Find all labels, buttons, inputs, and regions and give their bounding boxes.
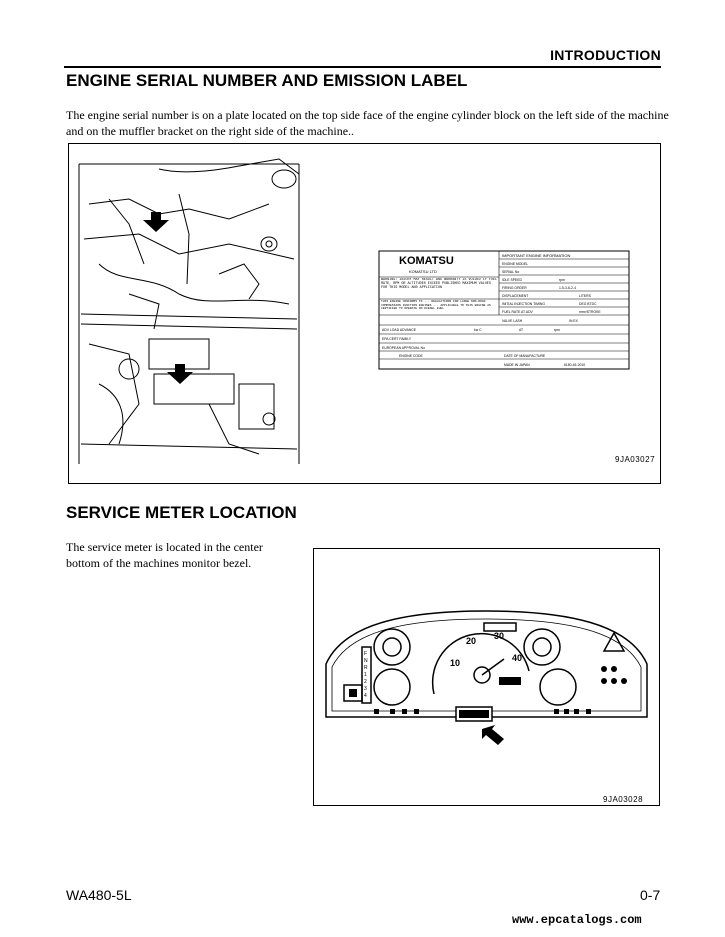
label-field: VALVE LASH bbox=[502, 319, 523, 323]
label-row-eu: EUROPEAN APPROVAL No bbox=[382, 346, 425, 350]
label-made-in: MADE IN JAPAN bbox=[504, 363, 530, 367]
footer-model: WA480-5L bbox=[66, 887, 132, 903]
label-field: SERIAL No bbox=[502, 270, 519, 274]
gear-letter: 4 bbox=[364, 693, 367, 699]
label-field: FIRING ORDER bbox=[502, 286, 527, 290]
label-field: FUEL RATE AT ADV bbox=[502, 310, 534, 314]
label-conforms: THIS ENGINE CONFORMS TO ... REGULATIONS … bbox=[381, 300, 491, 311]
speedo-tick: 20 bbox=[466, 636, 476, 646]
header-rule bbox=[64, 66, 661, 68]
monitor-bezel-illustration: 10 20 30 40 F N R 1 2 3 4 bbox=[325, 610, 648, 745]
section-title-engine-serial: ENGINE SERIAL NUMBER AND EMISSION LABEL bbox=[66, 71, 468, 90]
figure-code-2: 9JA03028 bbox=[603, 795, 644, 804]
arrow-icon bbox=[482, 725, 504, 745]
label-value: rpm bbox=[559, 278, 565, 282]
label-row-date: DATE OF MANUFACTURE bbox=[504, 354, 546, 358]
footer-watermark-url[interactable]: www.epcatalogs.com bbox=[512, 913, 642, 927]
figure-code-1: 9JA03027 bbox=[615, 455, 656, 464]
speedo-tick: 40 bbox=[512, 653, 522, 663]
gear-letter: R bbox=[364, 665, 368, 671]
gear-letter: 2 bbox=[364, 679, 367, 685]
gear-letter: N bbox=[364, 658, 368, 664]
label-row-adv-val: AT bbox=[519, 328, 523, 332]
label-row-epa: EPA CERT FAMILY bbox=[382, 337, 412, 341]
label-value: 1-5-3-6-2-4 bbox=[559, 286, 576, 290]
gear-letter: 3 bbox=[364, 686, 367, 692]
label-field: ENGINE MODEL bbox=[502, 262, 528, 266]
gear-letter: 1 bbox=[364, 672, 367, 678]
service-meter-paragraph: The service meter is located in the cent… bbox=[66, 540, 263, 570]
arrow-icon bbox=[167, 364, 193, 384]
header-section-label: INTRODUCTION bbox=[550, 47, 661, 63]
engine-serial-paragraph: The engine serial number is on a plate l… bbox=[66, 108, 669, 138]
label-row-adv: ADV LOAD ADVANCE bbox=[382, 328, 417, 332]
label-row-code: ENGINE CODE bbox=[399, 354, 423, 358]
speedo-tick: 30 bbox=[494, 631, 504, 641]
label-field: INITIAL INJECTION TIMING bbox=[502, 302, 545, 306]
label-company: KOMATSU LTD bbox=[409, 269, 437, 274]
label-field: IDLE SPEED bbox=[502, 278, 523, 282]
label-value: mm³/STROKE bbox=[579, 310, 601, 314]
service-meter-digits bbox=[459, 710, 489, 718]
gear-letter: F bbox=[364, 651, 367, 657]
label-field: DISPLACEMENT bbox=[502, 294, 528, 298]
label-warning: WARNING: INJURY MAY RESULT AND WARRANTY … bbox=[381, 278, 497, 290]
label-heading: IMPORTANT ENGINE INFORMATION bbox=[502, 253, 570, 258]
speedo-tick: 10 bbox=[450, 658, 460, 668]
label-brand: KOMATSU bbox=[399, 255, 454, 267]
section-title-service-meter: SERVICE METER LOCATION bbox=[66, 503, 297, 522]
service-meter-figure: 10 20 30 40 F N R 1 2 3 4 bbox=[313, 548, 660, 806]
footer-page-number: 0-7 bbox=[640, 887, 661, 903]
label-part-no: 6150-45-2010 bbox=[564, 363, 585, 367]
engine-illustration: KOMATSU KOMATSU LTD IMPORTANT ENGINE INF… bbox=[78, 158, 630, 464]
label-row-adv-val: kw C bbox=[474, 328, 482, 332]
label-value: LITERS bbox=[579, 294, 592, 298]
label-row-adv-val: rpm bbox=[554, 328, 560, 332]
engine-serial-figure: KOMATSU KOMATSU LTD IMPORTANT ENGINE INF… bbox=[68, 143, 661, 484]
label-value: DEG BTDC bbox=[579, 302, 597, 306]
arrow-icon bbox=[143, 212, 169, 232]
label-value: IN EX bbox=[569, 319, 579, 323]
